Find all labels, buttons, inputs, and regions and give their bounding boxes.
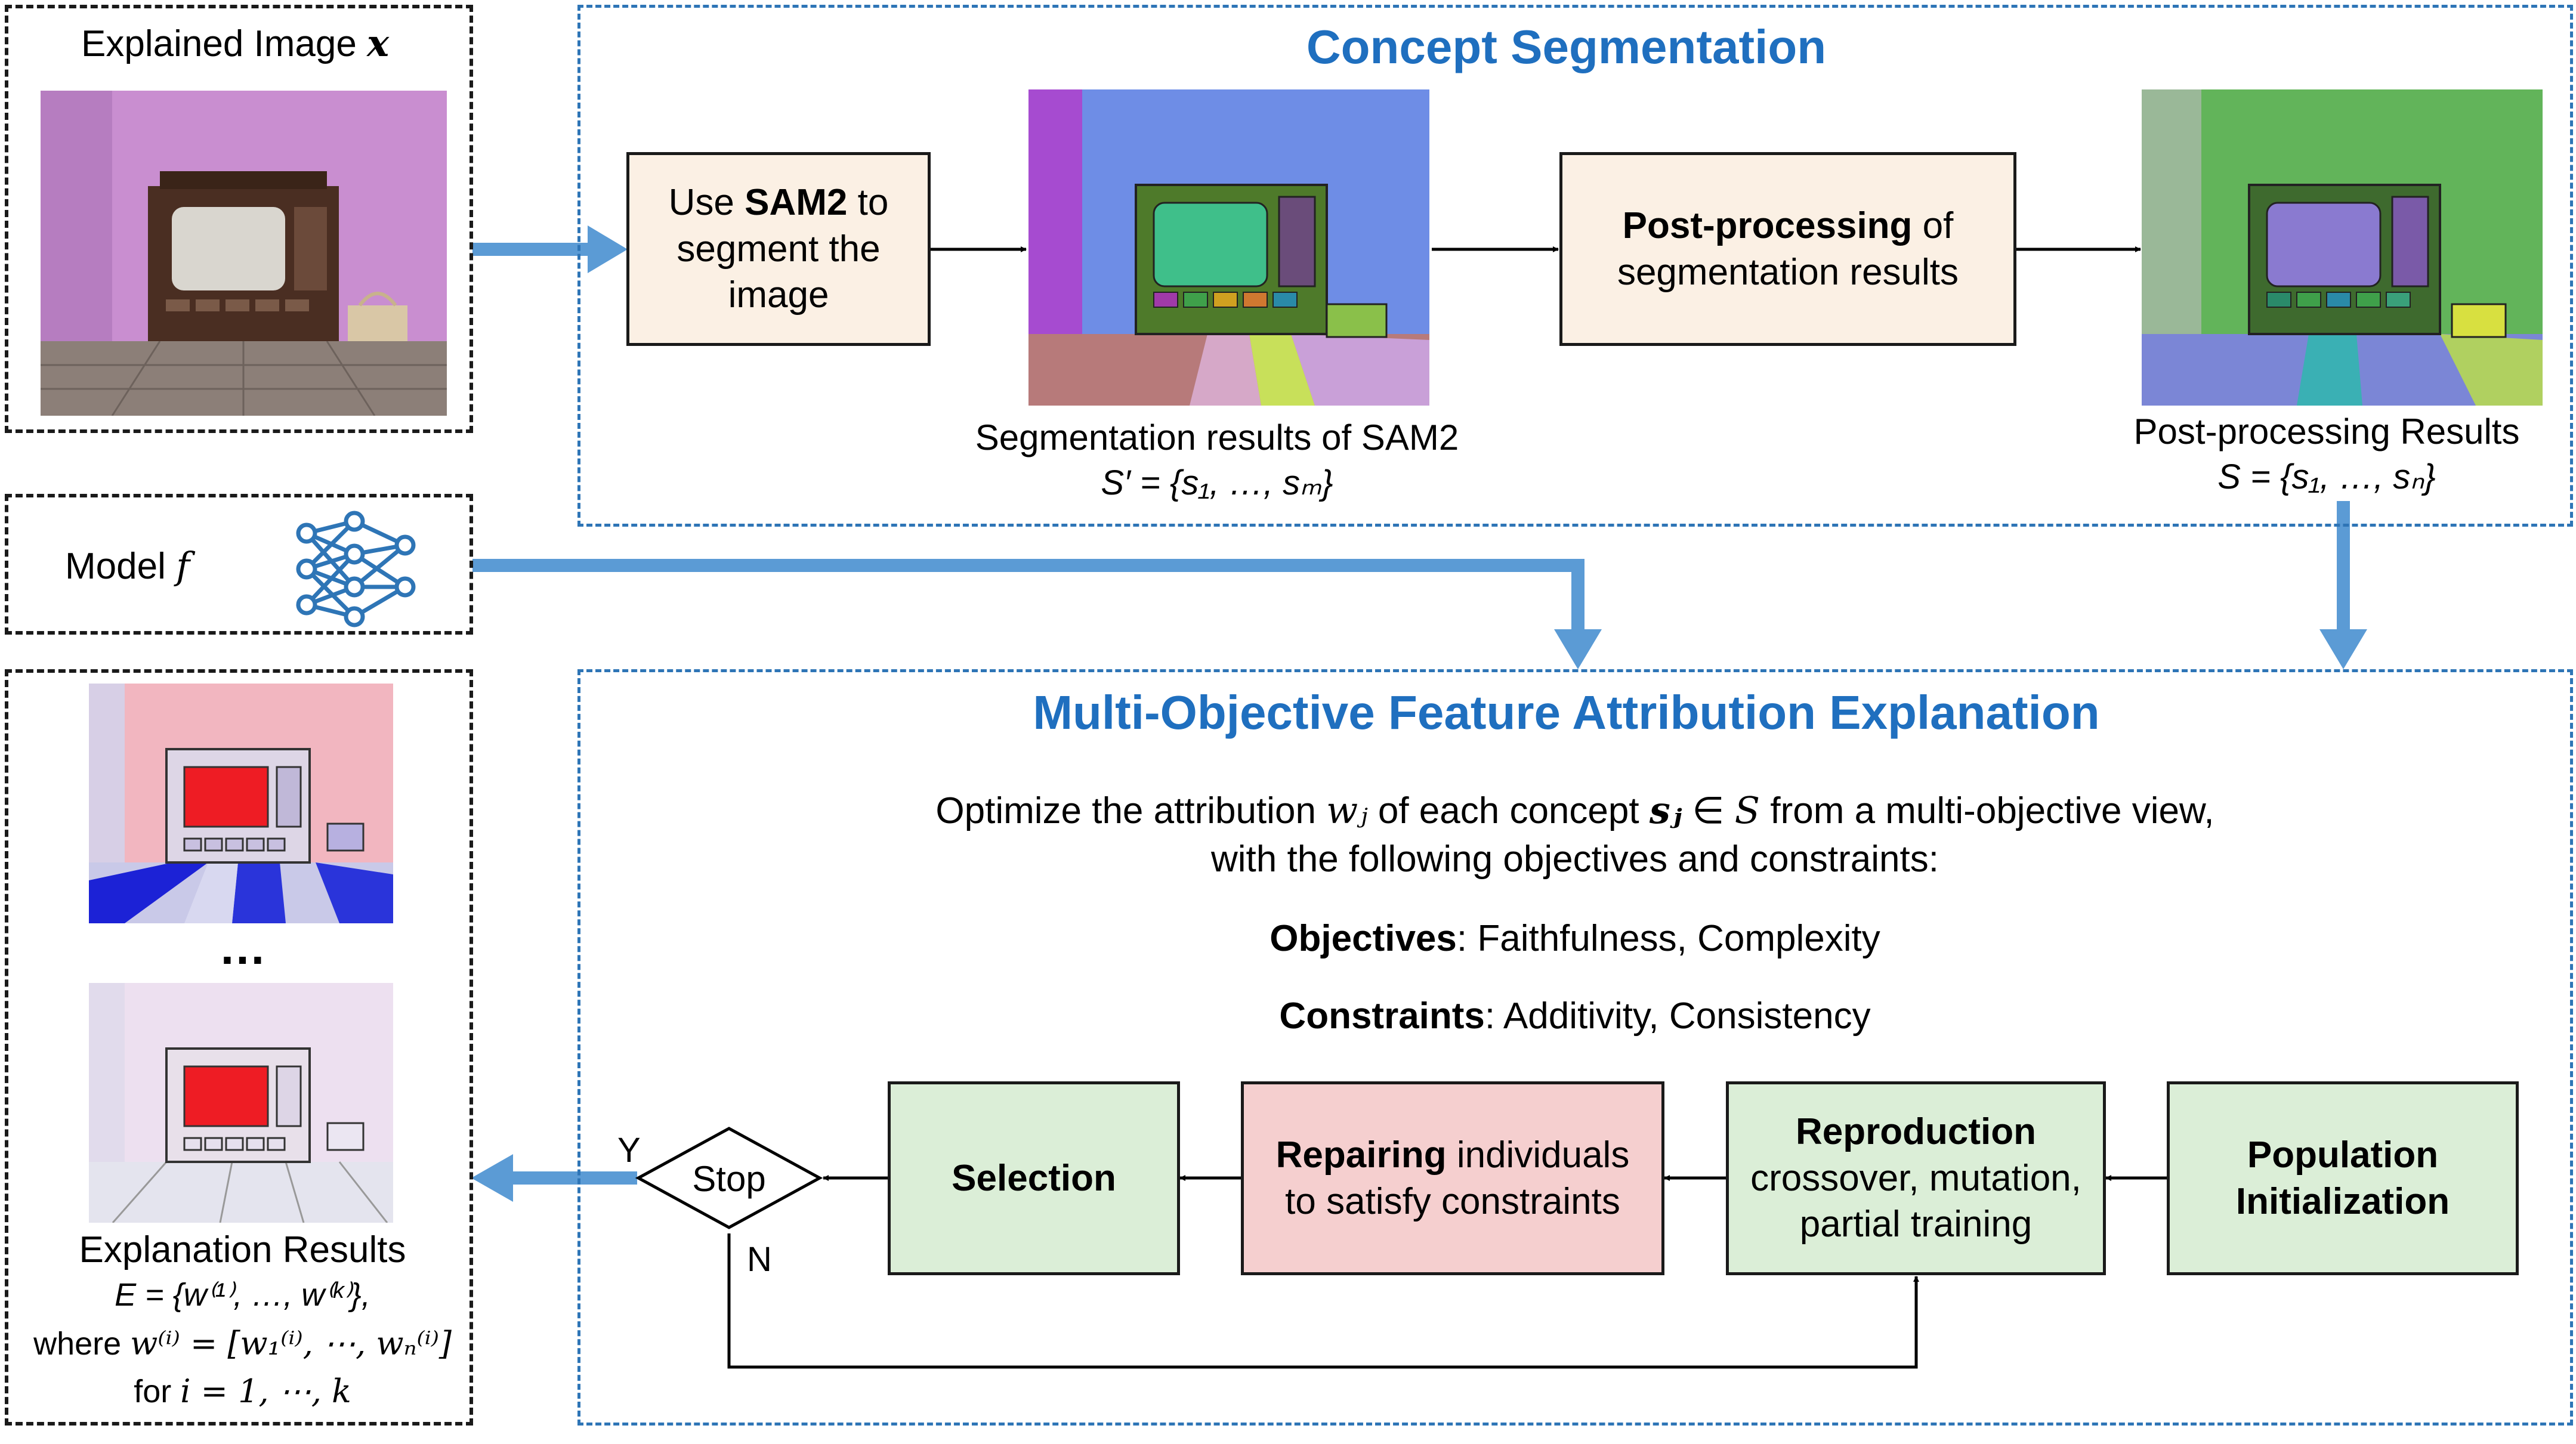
- reproduction-line3: partial training: [1799, 1204, 2033, 1245]
- selection-box: Selection: [888, 1081, 1180, 1275]
- postprocess-segmentation-image: [2142, 89, 2543, 406]
- explanation-heatmap-1: [89, 684, 393, 923]
- no-loop-arrow: [727, 1233, 1919, 1369]
- where-text: where: [33, 1326, 131, 1362]
- explained-image-panel: Explained Image x: [5, 5, 473, 433]
- sam2-box-text: Use SAM2 to segment the image: [629, 180, 928, 319]
- model-panel: Model f: [5, 494, 473, 635]
- repair-rest-2: to satisfy constraints: [1285, 1180, 1620, 1222]
- stop-diamond: [635, 1127, 823, 1229]
- intro-text-d: from a multi-objective view,: [1760, 790, 2214, 831]
- explained-image-text: Explained Image: [81, 23, 357, 64]
- postprocess-box: Post-processing of segmentation results: [1559, 152, 2016, 346]
- reproduction-box: Reproduction crossover, mutation, partia…: [1726, 1081, 2106, 1275]
- index-range-formula: i = 1, ⋯, k: [180, 1372, 351, 1410]
- results-formula-set: E = {w⁽¹⁾, …, w⁽ᵏ⁾},: [115, 1277, 370, 1313]
- objectives-text: : Faithfulness, Complexity: [1456, 918, 1880, 959]
- model-symbol: f: [176, 544, 190, 588]
- repair-bold: Repairing: [1275, 1134, 1447, 1176]
- sam2-caption: Segmentation results of SAM2: [975, 418, 1459, 457]
- selection-label: Selection: [952, 1157, 1116, 1199]
- repair-box: Repairing individuals to satisfy constra…: [1241, 1081, 1664, 1275]
- population-line1: Population: [2247, 1134, 2439, 1176]
- image-symbol: x: [367, 21, 390, 65]
- sam2-pre: Use: [668, 182, 745, 224]
- sam2-bold: SAM2: [745, 182, 848, 224]
- stop-label: Stop: [692, 1159, 766, 1199]
- constraints-text: : Additivity, Consistency: [1484, 995, 1871, 1037]
- mofae-title: Multi-Objective Feature Attribution Expl…: [1033, 686, 2100, 739]
- segments-to-mofae-arrow: [2319, 501, 2367, 669]
- results-formula-index: for i = 1, ⋯, k: [8, 1371, 477, 1412]
- reproduction-line2: crossover, mutation,: [1750, 1157, 2081, 1199]
- explanation-results-panel: … Explanation Results E = {w⁽¹⁾, …, w⁽ᵏ⁾…: [5, 669, 473, 1426]
- model-label: Model f: [65, 544, 190, 588]
- sam2-post: to segment the image: [677, 182, 889, 316]
- population-text: Population Initialization: [2236, 1132, 2450, 1225]
- intro-w: wⱼ: [1326, 789, 1368, 832]
- image-to-segmentation-arrow: [472, 225, 628, 273]
- explained-image-label: Explained Image x: [81, 21, 389, 65]
- intro-text-b: of each concept: [1367, 790, 1650, 831]
- mofae-intro-line1: Optimize the attribution wⱼ of each conc…: [573, 789, 2576, 832]
- reproduction-text: Reproduction crossover, mutation, partia…: [1750, 1109, 2081, 1248]
- mofae-region: Multi-Objective Feature Attribution Expl…: [577, 669, 2573, 1426]
- population-line2: Initialization: [2235, 1180, 2450, 1222]
- reproduction-bold: Reproduction: [1796, 1111, 2036, 1153]
- postprocess-caption: Post-processing Results: [2133, 412, 2520, 452]
- postprocess-post: of segmentation results: [1617, 205, 1959, 293]
- sam2-formula: S′ = {s₁, …, sₘ}: [1101, 463, 1333, 502]
- postprocess-formula: S = {s₁, …, sₙ}: [2217, 457, 2436, 496]
- results-ellipsis: …: [218, 921, 267, 974]
- population-box: Population Initialization: [2167, 1081, 2519, 1275]
- model-text: Model: [65, 546, 166, 587]
- mofae-intro-line2: with the following objectives and constr…: [1211, 839, 1939, 880]
- mofae-objectives: Objectives: Faithfulness, Complexity: [573, 917, 2576, 960]
- weight-vector-formula: w⁽ⁱ⁾ = [w₁⁽ⁱ⁾, ⋯, wₙ⁽ⁱ⁾]: [130, 1325, 452, 1362]
- intro-set: S: [1734, 789, 1760, 832]
- results-formula-vector: where w⁽ⁱ⁾ = [w₁⁽ⁱ⁾, ⋯, wₙ⁽ⁱ⁾]: [8, 1323, 477, 1365]
- intro-s: sⱼ: [1649, 789, 1682, 832]
- objectives-label: Objectives: [1270, 918, 1457, 959]
- yes-label: Y: [617, 1131, 641, 1170]
- intro-text-c: ∈: [1682, 790, 1735, 831]
- concept-segmentation-title: Concept Segmentation: [1306, 20, 1827, 73]
- stop-to-results-arrow: [471, 1154, 637, 1202]
- intro-text-a: Optimize the attribution: [935, 790, 1327, 831]
- sam2-box: Use SAM2 to segment the image: [626, 152, 931, 346]
- repair-rest-1: individuals: [1446, 1134, 1630, 1176]
- explanation-results-title: Explanation Results: [79, 1229, 406, 1270]
- sam2-segmentation-image: [1028, 89, 1429, 406]
- explained-image: [41, 91, 447, 416]
- repair-text: Repairing individuals to satisfy constra…: [1276, 1132, 1630, 1225]
- neural-network-icon: [296, 511, 416, 627]
- explanation-heatmap-k: [89, 983, 393, 1223]
- model-to-mofae-arrow: [472, 559, 1602, 669]
- postprocess-box-text: Post-processing of segmentation results: [1562, 203, 2013, 295]
- concept-segmentation-region: Concept Segmentation: [577, 5, 2573, 527]
- constraints-label: Constraints: [1279, 995, 1485, 1037]
- postprocess-bold: Post-processing: [1622, 205, 1913, 246]
- for-text: for: [134, 1374, 181, 1409]
- no-label: N: [747, 1240, 772, 1279]
- mofae-constraints: Constraints: Additivity, Consistency: [573, 995, 2576, 1037]
